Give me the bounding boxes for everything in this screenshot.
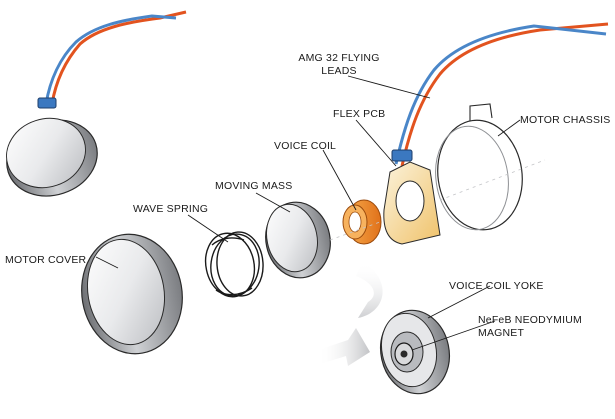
label-flex-pcb: FLEX PCB (333, 108, 386, 120)
assembled-motor (6, 10, 187, 197)
motor-cover (81, 233, 183, 355)
label-moving-mass: MOVING MASS (215, 180, 293, 192)
motor-chassis (435, 103, 523, 231)
voice-coil (342, 199, 382, 245)
axis-line (329, 159, 546, 241)
label-magnet-line1: NeFeB NEODYMIUM (478, 314, 582, 326)
leader-lines (95, 75, 521, 351)
moving-mass (265, 201, 331, 279)
label-voice-coil-yoke: VOICE COIL YOKE (449, 280, 544, 292)
label-magnet-line2: MAGNET (478, 327, 525, 339)
label-voice-coil: VOICE COIL (274, 140, 337, 152)
flex-pcb (383, 22, 609, 245)
label-amg-leads-line1: AMG 32 FLYING (298, 52, 380, 64)
voice-coil-yoke (380, 309, 450, 395)
label-neodymium-magnet: NeFeB NEODYMIUM MAGNET (478, 314, 582, 340)
wave-spring (204, 231, 264, 298)
label-amg-leads-line2: LEADS (321, 65, 357, 77)
label-motor-cover: MOTOR COVER (5, 254, 87, 266)
label-amg-leads: AMG 32 FLYING LEADS (284, 52, 394, 78)
neodymium-magnet (394, 342, 414, 366)
label-wave-spring: WAVE SPRING (133, 203, 209, 215)
curved-arrow (318, 262, 383, 366)
label-motor-chassis: MOTOR CHASSIS (520, 114, 611, 126)
